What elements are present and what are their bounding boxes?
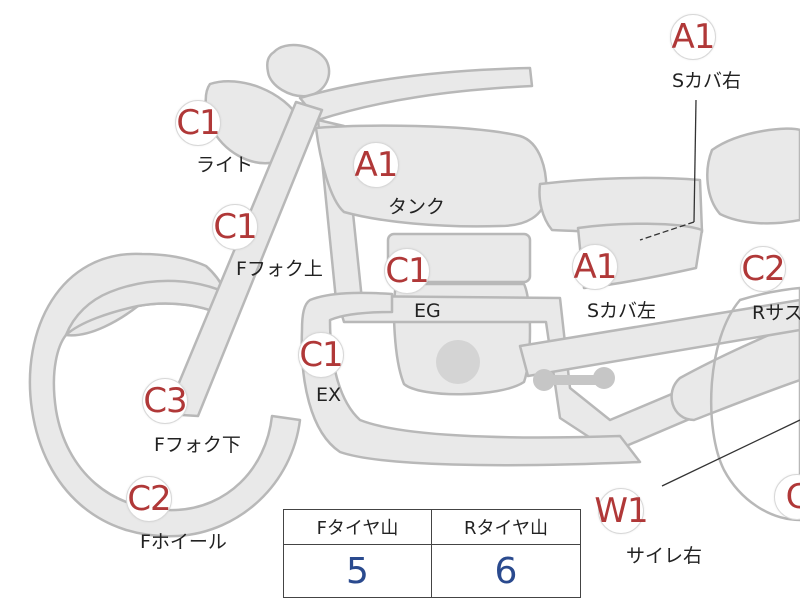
- marker-badge-r-sus: C2: [740, 246, 786, 292]
- marker-label-f-fork-upper: Fフォク上: [236, 258, 323, 280]
- leader-s-cover-right-dash: [639, 221, 695, 241]
- leader-silencer: [661, 419, 800, 487]
- marker-label-f-fork-lower: Fフォク下: [154, 434, 241, 456]
- f-tire-header: Fタイヤ山: [284, 510, 432, 545]
- marker-badge-ex: C1: [298, 332, 344, 378]
- marker-badge-f-wheel: C2: [126, 476, 172, 522]
- exhaust-pipe: [300, 291, 642, 467]
- marker-label-s-cover-left: Sカバ左: [587, 300, 657, 322]
- marker-label-s-cover-right: Sカバ右: [672, 70, 742, 92]
- rear-wheel: [709, 286, 800, 522]
- marker-badge-tank: A1: [353, 142, 399, 188]
- tire-tread-table: Fタイヤ山 Rタイヤ山 5 6: [283, 509, 581, 598]
- leader-s-cover-right: [693, 99, 697, 223]
- marker-badge-eg: C1: [384, 248, 430, 294]
- marker-badge-silencer-right: W1: [594, 488, 649, 534]
- marker-badge-s-cover-left: A1: [572, 244, 618, 290]
- marker-label-light: ライト: [196, 154, 254, 176]
- marker-badge-s-cover-right: A1: [670, 14, 716, 60]
- r-tire-value: 6: [494, 550, 518, 592]
- footpeg: [533, 367, 615, 391]
- marker-badge-light: C1: [175, 100, 221, 146]
- rear-cowl: [706, 127, 800, 225]
- front-fork: [164, 100, 324, 418]
- marker-label-silencer-right: サイレ右: [626, 545, 703, 567]
- marker-label-r-sus: Rサス: [752, 302, 800, 324]
- swingarm: [518, 298, 800, 378]
- muffler: [670, 320, 800, 422]
- marker-label-f-wheel: Fホイール: [140, 531, 227, 553]
- marker-badge-f-fork-upper: C1: [212, 204, 258, 250]
- handlebar: [266, 43, 331, 98]
- marker-badge-f-fork-lower: C3: [142, 378, 188, 424]
- r-tire-header: Rタイヤ山: [432, 510, 580, 545]
- marker-label-tank: タンク: [388, 196, 446, 218]
- marker-label-ex: EX: [316, 384, 342, 406]
- handlebar-bar: [298, 66, 534, 122]
- f-tire-value: 5: [284, 545, 432, 597]
- engine-cover-circle: [436, 340, 480, 384]
- marker-label-eg: EG: [414, 300, 441, 322]
